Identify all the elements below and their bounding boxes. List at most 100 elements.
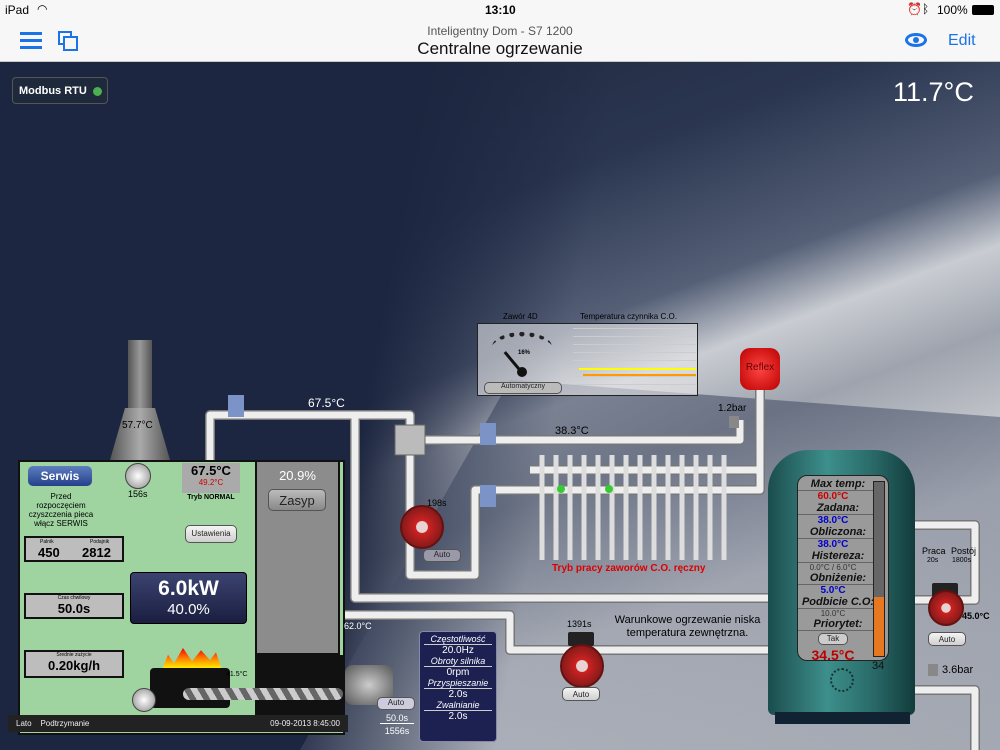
temperature-chart bbox=[573, 328, 696, 392]
tank-value: 60.0°C bbox=[817, 491, 849, 502]
valve-icon bbox=[228, 395, 244, 417]
valve-mode-button[interactable]: Automatyczny bbox=[484, 382, 562, 394]
serwis-button[interactable]: Serwis bbox=[28, 466, 92, 486]
podajnik-value: 2812 bbox=[82, 545, 111, 560]
tank-label: Max temp: bbox=[798, 478, 878, 491]
feeder-time2: 1556s bbox=[384, 726, 410, 736]
dhw-pump-note: Warunkowe ogrzewanie niska temperatura z… bbox=[614, 614, 761, 639]
tank-label: Priorytet: bbox=[798, 618, 878, 631]
zuzycie-box: Średnie zużycie 0.20kg/h bbox=[24, 650, 124, 678]
chart-title: Temperatura czynnika C.O. bbox=[580, 312, 677, 321]
wifi-icon: ◠ bbox=[37, 2, 48, 16]
tank-readouts: Max temp: 60.0°C Zadana: 38.0°C Obliczon… bbox=[798, 478, 878, 663]
valve-panel: 16% Automatyczny bbox=[477, 323, 698, 396]
chart-line-setpoint bbox=[579, 368, 696, 370]
manifold-temp: 38.3°C bbox=[555, 425, 589, 437]
tank-label: Obliczona: bbox=[798, 526, 878, 539]
counters-box: Palnik 450 Podajnik 2812 bbox=[24, 536, 124, 562]
modbus-status-badge[interactable]: Modbus RTU bbox=[12, 77, 108, 104]
pressure-top: 1.2bar bbox=[718, 403, 747, 414]
valve-icon bbox=[480, 485, 496, 507]
pressure-gauge-icon bbox=[928, 664, 938, 676]
zuzycie-value: 0.20kg/h bbox=[47, 658, 101, 673]
praca-value: 20s bbox=[927, 557, 939, 564]
tank-level-value: 34 bbox=[872, 660, 885, 672]
chimney bbox=[128, 340, 152, 412]
windows-icon[interactable] bbox=[58, 31, 78, 51]
feeder-time1: 50.0s bbox=[380, 713, 414, 724]
boiler-footer: Lato Podtrzymanie 09-09-2013 8:45:00 bbox=[8, 715, 348, 732]
manifold-mode-note: Tryb pracy zaworów C.O. ręczny bbox=[552, 563, 706, 574]
co-pump-auto-button[interactable]: Auto bbox=[423, 549, 461, 562]
power-display: 6.0kW 40.0% bbox=[130, 572, 247, 624]
boiler-mode: Tryb NORMAL bbox=[187, 494, 235, 501]
eye-icon[interactable] bbox=[905, 33, 927, 47]
inverter-value: 2.0s bbox=[448, 689, 468, 700]
tank-base bbox=[775, 712, 910, 724]
inverter-value: 20.0Hz bbox=[442, 645, 474, 656]
power-percent: 40.0% bbox=[167, 601, 210, 618]
palnik-value: 450 bbox=[38, 545, 60, 560]
burner-temp: 41.5°C bbox=[226, 671, 248, 678]
inverter-label: Zwalnianie bbox=[424, 700, 492, 711]
circ-pump[interactable] bbox=[928, 590, 964, 626]
battery-percent: 100% bbox=[937, 3, 968, 17]
valve-open-indicator bbox=[605, 485, 613, 493]
inverter-panel: Częstotliwość 20.0Hz Obroty silnika 0rpm… bbox=[419, 631, 497, 742]
pressure-gauge-icon bbox=[729, 416, 739, 428]
inverter-value: 0rpm bbox=[446, 667, 470, 678]
fan-icon bbox=[125, 463, 151, 489]
valve-open-indicator bbox=[557, 485, 565, 493]
battery-icon bbox=[972, 5, 994, 15]
device-name: iPad bbox=[5, 3, 30, 17]
modbus-status-dot bbox=[93, 87, 102, 96]
zuzycie-label: Średnie zużycie bbox=[56, 652, 92, 658]
fan-icon bbox=[132, 688, 156, 712]
ustawienia-button[interactable]: Ustawienia bbox=[185, 525, 237, 543]
outdoor-temperature: 11.7°C bbox=[893, 77, 974, 107]
tank-value: 0.0°C / 6.0°C bbox=[809, 563, 857, 572]
menu-icon[interactable] bbox=[20, 32, 42, 50]
dhw-pump[interactable] bbox=[560, 644, 604, 688]
feeder-auto-button[interactable]: Auto bbox=[377, 697, 415, 710]
czas-label: Czas chwilowy bbox=[57, 595, 91, 601]
tank-hatch bbox=[830, 668, 854, 692]
boiler-return-temp: 49.2°C bbox=[198, 478, 224, 487]
co-pump[interactable] bbox=[400, 505, 444, 549]
czas-box: Czas chwilowy 50.0s bbox=[24, 593, 124, 619]
dhw-pump-auto-button[interactable]: Auto bbox=[562, 687, 600, 701]
mixing-valve bbox=[394, 424, 426, 456]
tank-value: 38.0°C bbox=[817, 539, 849, 550]
inverter-label: Obroty silnika bbox=[424, 656, 492, 667]
zasyp-button[interactable]: Zasyp bbox=[268, 489, 326, 511]
boiler-temp-box: 67.5°C 49.2°C bbox=[182, 463, 240, 493]
tank-label: Podbicie C.O: bbox=[798, 596, 878, 609]
inverter-label: Częstotliwość bbox=[424, 634, 492, 645]
reflex-expansion-tank: Reflex bbox=[740, 348, 780, 390]
pressure-bottom: 3.6bar bbox=[942, 664, 974, 676]
datetime: 09-09-2013 8:45:00 bbox=[270, 719, 340, 728]
serwis-note: Przed rozpoczęciem czyszczenia pieca włą… bbox=[28, 492, 94, 528]
postoj-label: Postój bbox=[951, 546, 977, 556]
tank-level-fill bbox=[874, 596, 884, 656]
fan-time: 156s bbox=[128, 489, 148, 499]
edit-button[interactable]: Edit bbox=[948, 32, 976, 49]
boiler-temp: 67.5°C bbox=[191, 463, 231, 478]
valve-title: Zawór 4D bbox=[503, 312, 538, 321]
feeder-screw bbox=[183, 688, 343, 700]
hopper-base bbox=[255, 655, 343, 715]
modbus-label: Modbus RTU bbox=[19, 85, 87, 97]
praca-label: Praca bbox=[922, 546, 946, 556]
valve-gauge-scale bbox=[492, 332, 552, 362]
inverter-value: 2.0s bbox=[448, 711, 468, 722]
tank-value: 5.0°C bbox=[820, 585, 846, 596]
status-bar: iPad ◠ 13:10 ⏰ ᛒ 100% bbox=[0, 0, 1000, 20]
circ-pump-auto-button[interactable]: Auto bbox=[928, 632, 966, 646]
priority-button[interactable]: Tak bbox=[818, 633, 848, 645]
inverter-label: Przyspieszanie bbox=[424, 678, 492, 689]
co-pump-time: 198s bbox=[427, 498, 447, 508]
alarm-icon: ⏰ bbox=[907, 2, 922, 16]
tank-temperature: 34.5°C bbox=[811, 647, 855, 663]
podajnik-label: Podajnik bbox=[90, 539, 110, 545]
tank-value: 38.0°C bbox=[817, 515, 849, 526]
